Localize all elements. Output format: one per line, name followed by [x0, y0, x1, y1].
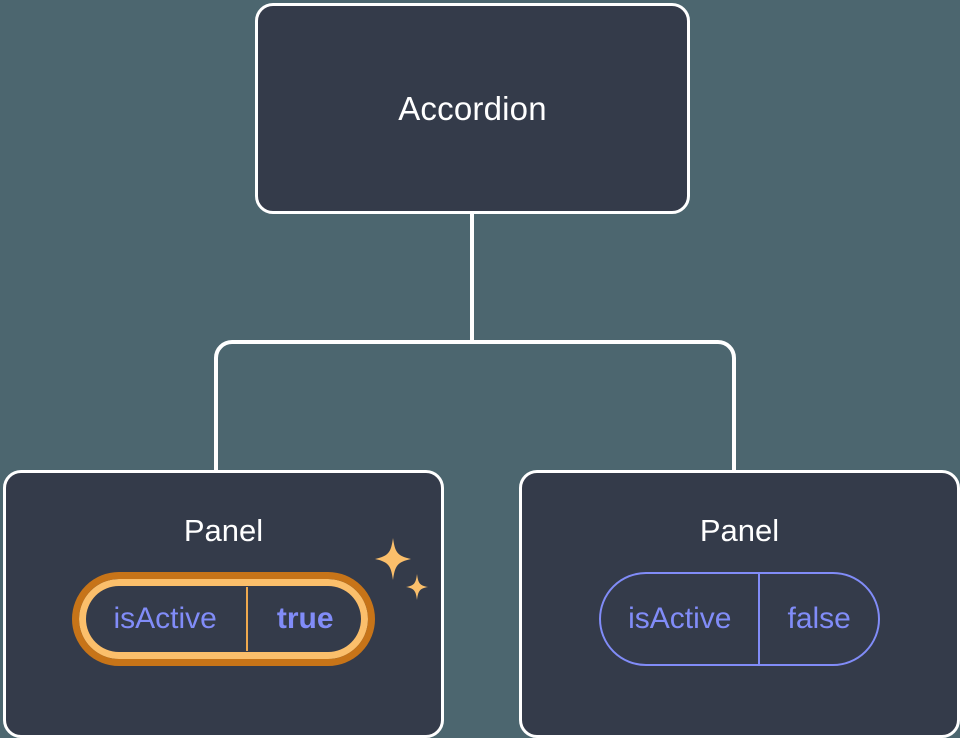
sparkle-small-icon — [406, 574, 428, 600]
prop-pill-isactive-true[interactable]: isActive true — [72, 572, 375, 666]
prop-divider — [758, 574, 761, 664]
prop-pill-isactive-false[interactable]: isActive false — [599, 572, 880, 666]
prop-value: true — [276, 602, 334, 635]
node-title: Panel — [183, 513, 264, 548]
connector-branch-left — [214, 340, 472, 470]
node-panel-right[interactable]: Panel isActive false — [519, 470, 960, 738]
prop-divider — [245, 587, 248, 651]
prop-pill-container: isActive false — [522, 572, 957, 666]
connector-branch-right — [472, 340, 736, 470]
node-accordion[interactable]: Accordion — [255, 3, 690, 214]
node-panel-left[interactable]: Panel isActive true — [3, 470, 444, 738]
prop-pill-container: isActive true — [6, 538, 441, 666]
node-title: Accordion — [398, 90, 547, 127]
prop-value: false — [787, 602, 851, 635]
prop-key: isActive — [113, 602, 217, 635]
prop-key: isActive — [628, 602, 732, 635]
sparkles-group — [375, 538, 428, 600]
node-title: Panel — [699, 513, 780, 548]
